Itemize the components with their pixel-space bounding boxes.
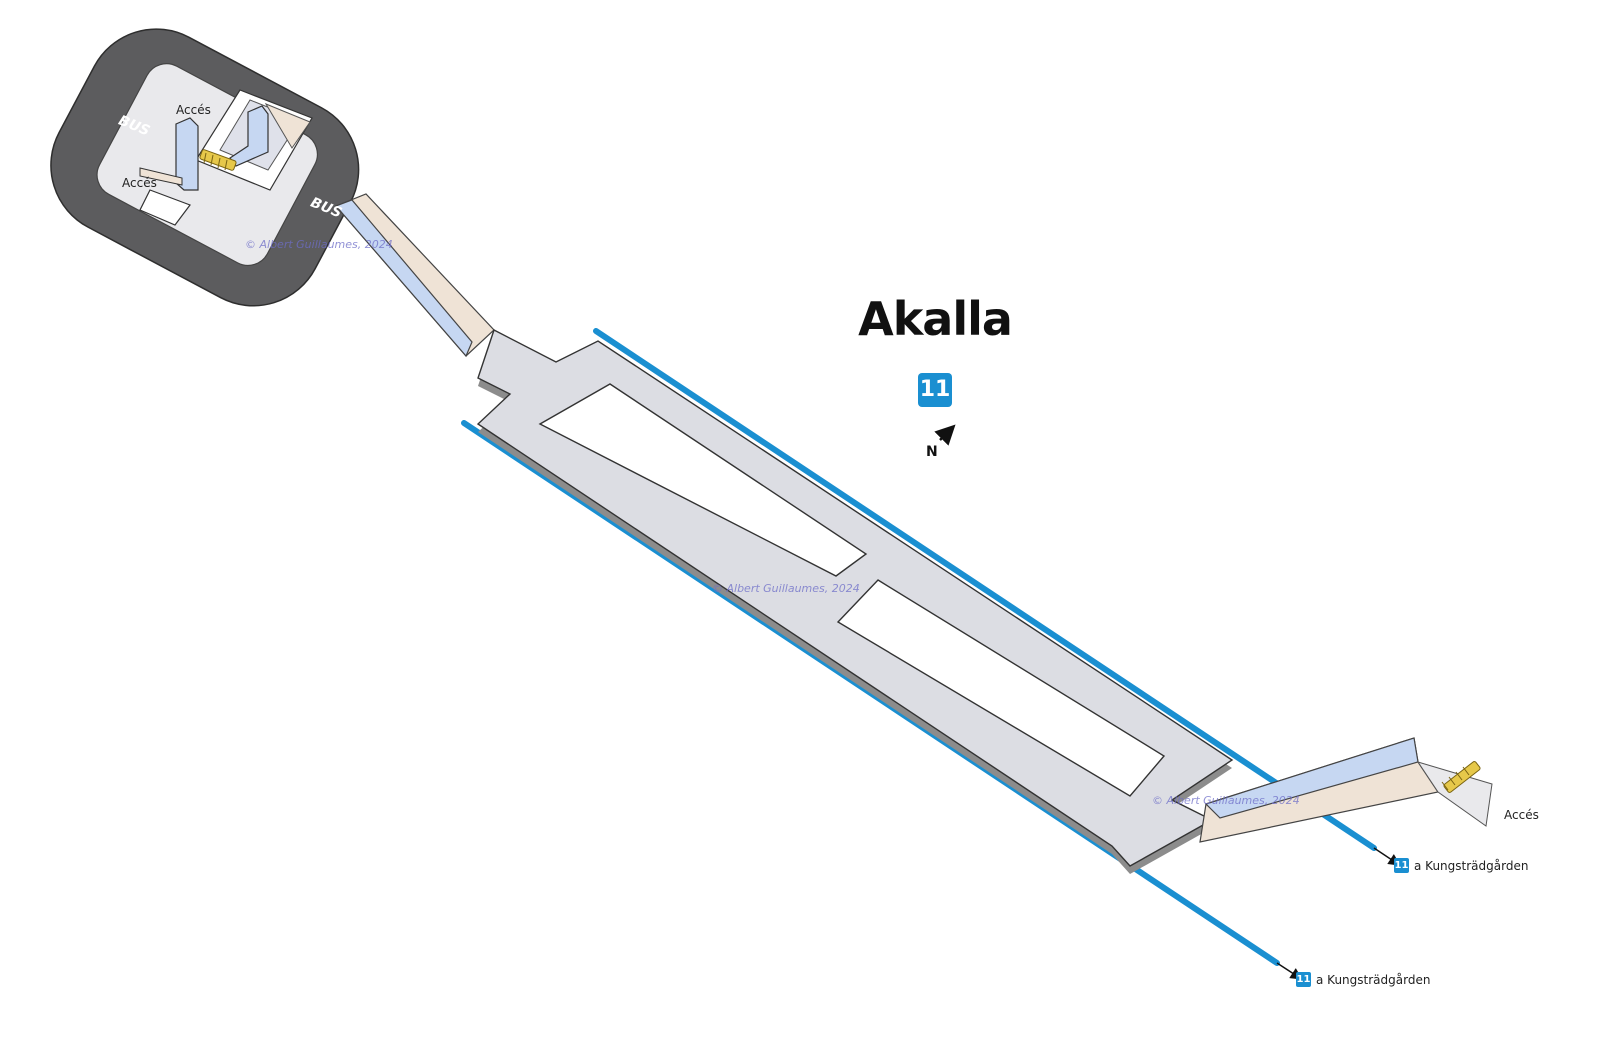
destination-text: a Kungsträdgården (1316, 972, 1431, 987)
watermark: © Albert Guillaumes, 2024 (712, 582, 860, 595)
line-badge: 11 (918, 373, 952, 407)
watermark: © Albert Guillaumes, 2024 (245, 238, 393, 251)
hall-stairs (199, 149, 237, 171)
platform-void-2 (836, 579, 1166, 797)
access-label-hall-north: Accés (176, 103, 211, 117)
platform-void-1 (538, 383, 868, 577)
access-tower-west (139, 117, 199, 191)
watermark: © Albert Guillaumes, 2024 (1152, 794, 1300, 807)
destination-south-track: 11 a Kungsträdgården (1296, 972, 1430, 987)
access-label-hall-west: Accés (122, 176, 157, 190)
track-north (593, 328, 1377, 851)
compass-arrow (934, 424, 956, 446)
access-tower-east (229, 105, 269, 167)
exit-stairs-south (1441, 761, 1481, 793)
station-title: Akalla (858, 292, 1013, 346)
destination-line-badge: 11 (1296, 972, 1311, 987)
destination-text: a Kungsträdgården (1414, 858, 1529, 873)
access-label-south: Accés (1504, 808, 1539, 822)
bus-loop (50, 28, 360, 307)
destination-line-badge: 11 (1394, 858, 1409, 873)
corridor-north (334, 193, 495, 358)
destination-north-track: 11 a Kungsträdgården (1394, 858, 1528, 873)
corridor-south (1199, 737, 1493, 843)
platform (476, 329, 1234, 874)
compass-north-label: N (926, 444, 938, 460)
